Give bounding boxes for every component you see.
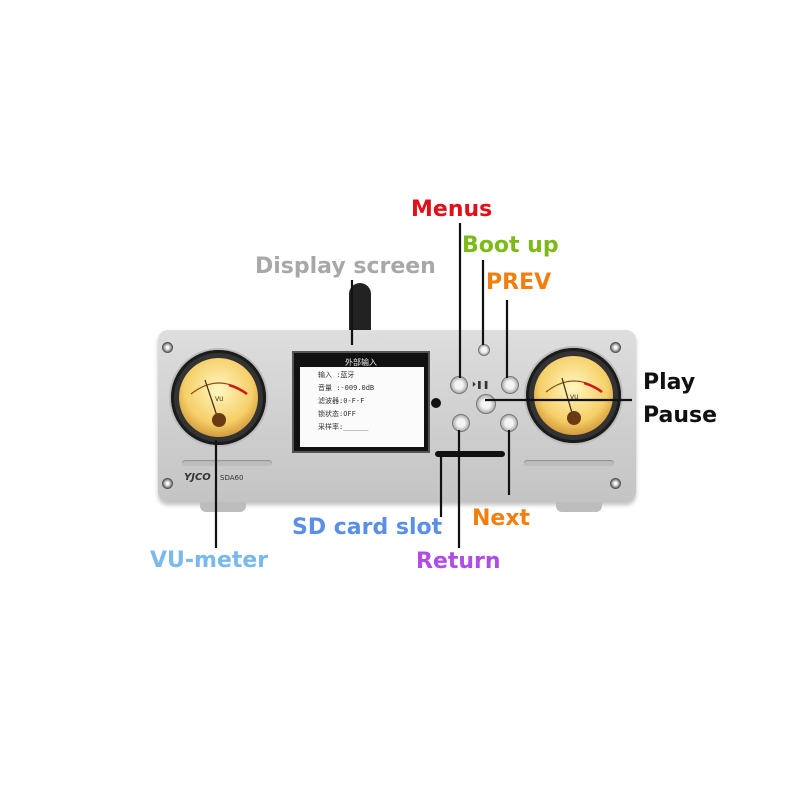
screen-line: 音量 :-009.0dB <box>318 384 375 392</box>
vu-meter-left-face: VU <box>179 358 258 437</box>
model-label: SDA60 <box>220 474 244 482</box>
screen-body: 输入 :蓝牙 音量 :-009.0dB 滤波器:0-F-F 锁状态:OFF 采样… <box>300 367 424 447</box>
screen-line: 锁状态:OFF <box>318 410 356 418</box>
label-menus: Menus <box>411 197 493 222</box>
vu-meter-left-scale: VU <box>190 379 248 427</box>
vu-meter-right-face: VU <box>534 356 613 435</box>
menus-button[interactable] <box>450 376 468 394</box>
label-boot-up: Boot up <box>462 233 559 258</box>
groove-left <box>182 460 272 466</box>
label-sd-card-slot: SD card slot <box>292 515 443 540</box>
display-screen: 外部输入 输入 :蓝牙 音量 :-009.0dB 滤波器:0-F-F 锁状态:O… <box>292 351 430 453</box>
svg-text:VU: VU <box>570 394 579 401</box>
screen-line: 滤波器:0-F-F <box>318 397 365 405</box>
screw-bottom-right <box>610 478 621 489</box>
next-button[interactable] <box>500 414 518 432</box>
return-button[interactable] <box>452 414 470 432</box>
screen-title: 外部输入 <box>345 358 377 367</box>
screw-bottom-left <box>162 478 173 489</box>
label-pause: Pause <box>643 403 718 428</box>
vu-meter-left: VU <box>171 350 266 445</box>
play-pause-button[interactable] <box>476 394 496 414</box>
label-next: Next <box>472 506 531 531</box>
label-vu-meter: VU-meter <box>150 548 269 573</box>
ir-receiver-icon <box>431 398 441 408</box>
dac-device: VU 外部输入 输入 :蓝牙 音量 :-009.0dB 滤波器:0-F-F 锁状… <box>158 330 636 502</box>
sd-card-slot[interactable] <box>435 451 505 457</box>
label-return: Return <box>416 549 501 574</box>
groove-right <box>524 460 614 466</box>
play-pause-icon: ⏵❚❚ <box>472 380 490 389</box>
label-play: Play <box>643 370 696 395</box>
vu-meter-right-scale: VU <box>545 377 603 425</box>
brand-logo: YJCO <box>184 472 211 483</box>
screw-top-left <box>162 342 173 353</box>
device-foot-right <box>556 502 602 512</box>
vu-meter-right: VU <box>526 348 621 443</box>
screen-line: 输入 :蓝牙 <box>318 371 355 379</box>
boot-up-button[interactable] <box>478 344 490 356</box>
antenna <box>349 283 371 335</box>
svg-text:VU: VU <box>215 396 224 403</box>
label-display-screen: Display screen <box>255 254 436 279</box>
label-prev: PREV <box>486 270 552 295</box>
prev-button[interactable] <box>501 376 519 394</box>
device-foot-left <box>200 502 246 512</box>
screen-line: 采样率:______ <box>318 423 369 431</box>
screw-top-right <box>610 342 621 353</box>
